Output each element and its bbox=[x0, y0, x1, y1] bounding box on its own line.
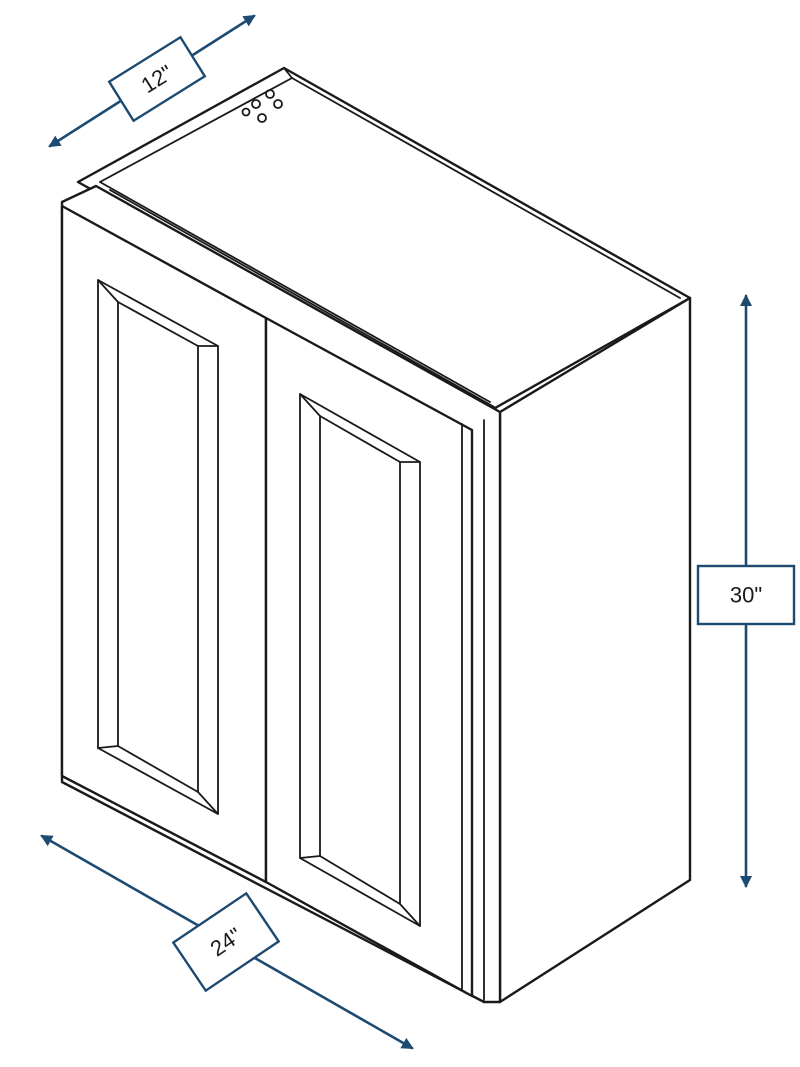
height-label: 30" bbox=[730, 583, 762, 608]
peg-hole bbox=[273, 99, 283, 109]
left-door bbox=[60, 204, 268, 884]
top-front-rail bbox=[99, 181, 491, 403]
peg-hole bbox=[257, 113, 267, 123]
height-dimension: 30" bbox=[696, 294, 796, 888]
depth-label-box bbox=[107, 35, 207, 123]
width-dimension: 24" bbox=[40, 834, 414, 1050]
depth-dimension: 12" bbox=[48, 14, 256, 148]
cabinet-side-panel bbox=[498, 296, 692, 1004]
cabinet bbox=[60, 66, 692, 1004]
height-label-box bbox=[696, 564, 796, 626]
right-door bbox=[264, 316, 474, 998]
right-panel-bevel bbox=[299, 393, 321, 417]
peg-hole bbox=[265, 89, 275, 99]
left-panel-bevel bbox=[197, 791, 219, 815]
left-panel-bevel bbox=[97, 279, 119, 303]
top-side-rail bbox=[291, 77, 681, 299]
top-front-rail-inner bbox=[109, 189, 497, 409]
left-panel-bevel bbox=[97, 745, 119, 749]
width-label-box bbox=[171, 891, 281, 993]
